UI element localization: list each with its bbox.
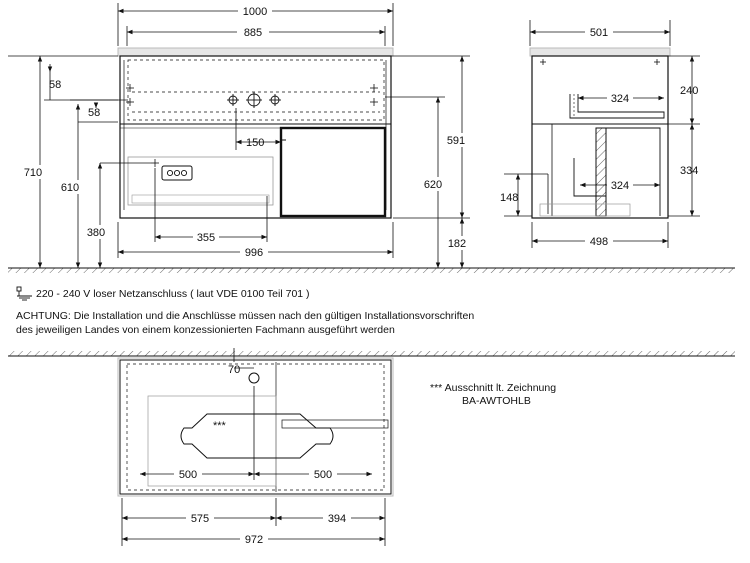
front-right-door [279,126,387,218]
warning-note-line1: ACHTUNG: Die Installation und die Anschl… [16,310,475,322]
top-wall-line [8,351,735,357]
dim-182: 182 [448,238,466,250]
dim-240: 240 [680,85,698,97]
dim-1000: 1000 [243,6,267,18]
dim-324-lower: 324 [611,180,629,192]
basin-marker: *** [213,420,227,432]
side-upper-drawer [569,94,665,119]
side-lower-drawer [573,127,661,216]
dim-324-upper: 324 [611,93,629,105]
front-upper-drawer-inner [127,59,385,121]
side-dimension-labels: 501 324 324 240 334 148 498 [500,25,698,248]
front-dimensions [8,3,470,268]
dim-500-right: 500 [314,469,332,481]
dim-500-left: 500 [179,469,197,481]
dim-591: 591 [447,135,465,147]
dim-885: 885 [244,27,262,39]
floor-line [8,267,735,273]
dim-70: 70 [228,364,240,376]
dim-58-second: 58 [88,107,100,119]
cutout-note-line1: *** Ausschnitt lt. Zeichnung [430,382,557,394]
dim-710: 710 [24,167,42,179]
cutout-note-line2: BA-AWTOHLB [462,395,531,407]
front-dimension-labels: 1000 885 58 58 710 610 380 150 355 996 5… [23,4,470,259]
dim-620: 620 [424,179,442,191]
side-view [529,47,671,219]
dim-355: 355 [197,232,215,244]
top-basin-cutout [180,413,334,459]
dim-380: 380 [87,227,105,239]
dim-996: 996 [245,247,263,259]
top-view [117,357,394,497]
dim-575: 575 [191,513,209,525]
side-countertop [529,47,671,57]
side-cabinet-body [531,55,669,219]
front-plumbing-connections [227,92,281,108]
front-left-compartment [127,156,274,206]
top-dimension-labels: 70 *** 500 500 575 394 972 [174,364,351,546]
front-view [117,47,394,219]
dim-150: 150 [246,137,264,149]
dim-334: 334 [680,165,698,177]
front-cabinet-body [119,55,392,219]
dim-148: 148 [500,192,518,204]
top-cabinet-outline [119,359,392,495]
dim-58-top: 58 [49,79,61,91]
power-note: 220 - 240 V loser Netzanschluss ( laut V… [36,288,310,300]
power-outlet-icon [16,286,32,301]
top-countertop [117,357,394,497]
dim-498: 498 [590,236,608,248]
front-countertop [117,47,394,57]
front-socket-plate [161,165,193,181]
dim-610: 610 [61,182,79,194]
dim-394: 394 [328,513,346,525]
dim-972: 972 [245,534,263,546]
dim-501: 501 [590,27,608,39]
warning-note-line2: des jeweiligen Landes von einem konzessi… [16,324,395,336]
